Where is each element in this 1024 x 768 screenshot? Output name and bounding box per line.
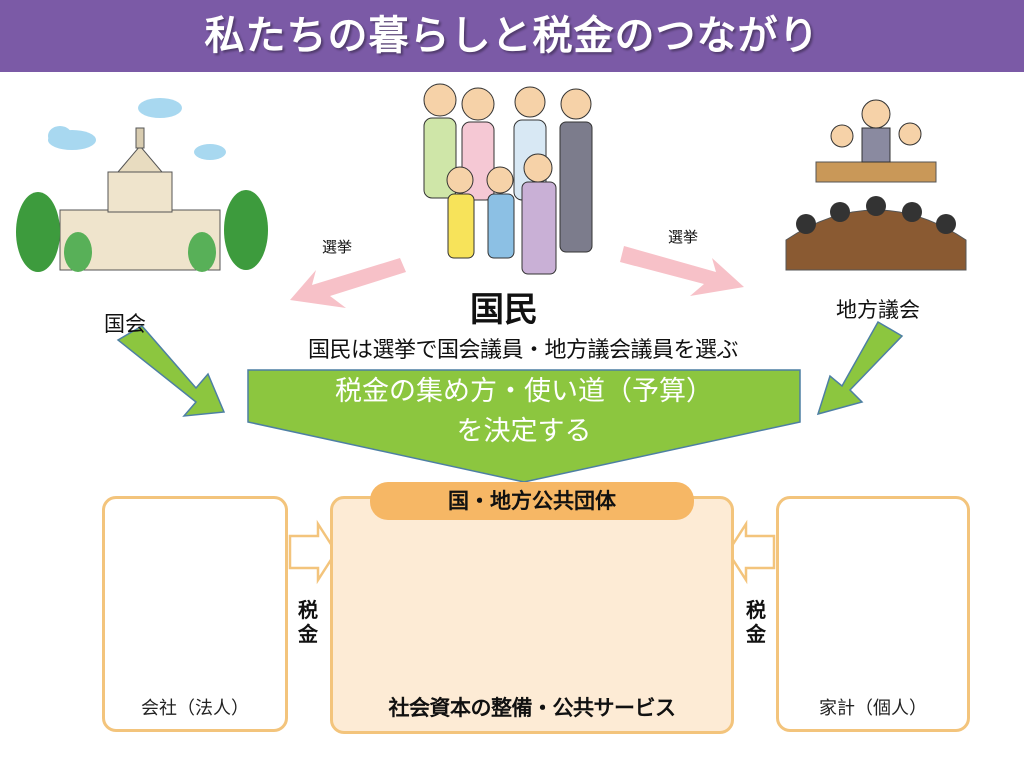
company-box [102, 496, 288, 732]
green-arrow-right [816, 320, 904, 416]
election-arrow-right [620, 246, 744, 296]
page-title: 私たちの暮らしと税金のつながり [204, 13, 820, 59]
government-header: 国・地方公共団体 [370, 482, 694, 520]
tax-label-left: 税金 [298, 598, 318, 646]
node-label-citizens: 国民 [470, 290, 538, 330]
tax-arrow-left [288, 519, 338, 585]
election-arrow-left [290, 258, 406, 308]
services-label: 社会資本の整備・公共サービス [388, 696, 677, 720]
decision-shape [247, 369, 801, 483]
government-box [330, 496, 734, 734]
tax-arrow-right [726, 519, 776, 585]
green-arrow-left [116, 325, 226, 417]
edge-label-election-right: 選挙 [668, 228, 699, 246]
tax-label-right: 税金 [746, 598, 766, 646]
decision-line-1: 税金の集め方・使い道（予算） [335, 376, 713, 407]
household-box [776, 496, 970, 732]
local-assembly-illustration [785, 99, 967, 271]
diet-building-illustration [16, 98, 268, 272]
household-label: 家計（個人） [819, 698, 927, 719]
title-bar [0, 0, 1024, 72]
decision-line-2: を決定する [456, 416, 592, 447]
citizens-caption: 国民は選挙で国会議員・地方議会議員を選ぶ [307, 338, 739, 363]
citizens-illustration [423, 83, 593, 275]
company-label: 会社（法人） [141, 698, 249, 719]
node-label-local-assembly: 地方議会 [836, 298, 920, 322]
node-label-national-diet: 国会 [104, 312, 146, 336]
edge-label-election-left: 選挙 [322, 238, 353, 256]
